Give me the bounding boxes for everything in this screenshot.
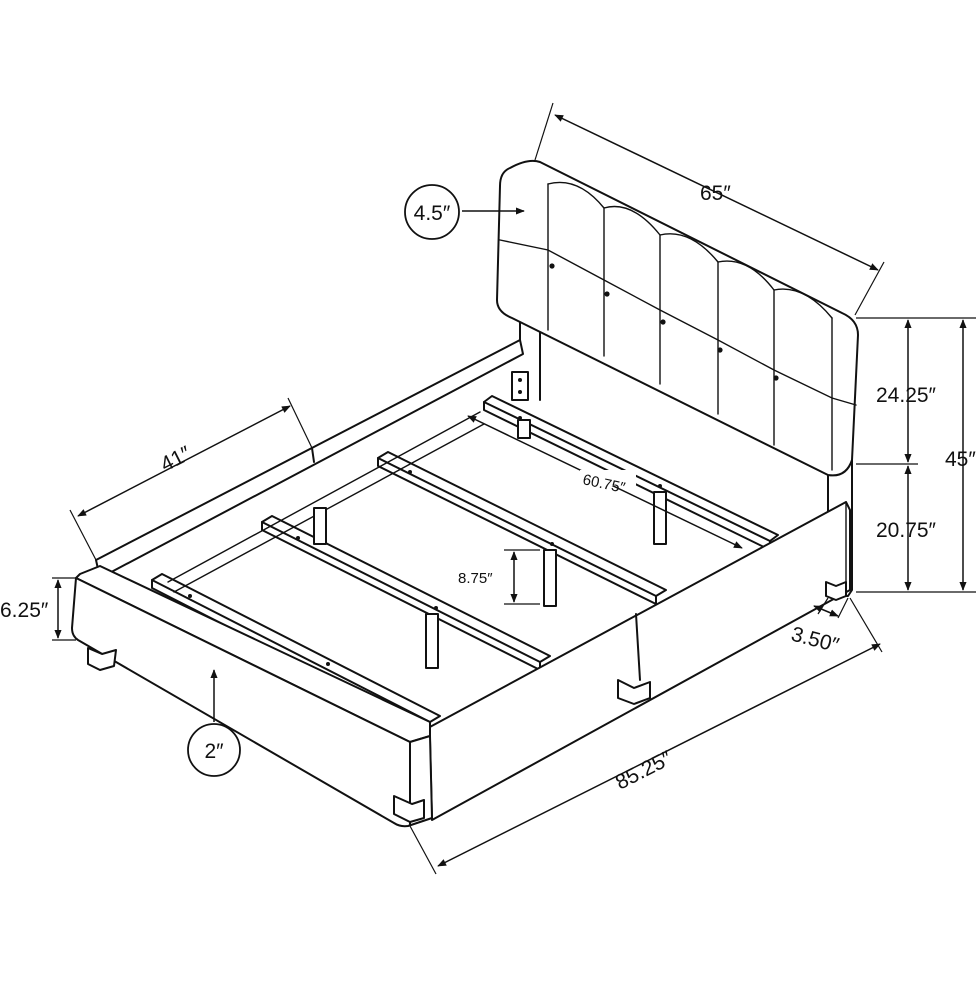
dim-leg-height: 8.75″ [458, 549, 540, 605]
label-overall-length: 85.25″ [612, 746, 676, 794]
label-headboard-width: 65″ [700, 182, 731, 205]
dim-headboard-width: 65″ [534, 102, 885, 316]
callout-headboard-thickness: 4.5″ [404, 184, 525, 240]
label-leg-height: 8.75″ [458, 570, 493, 587]
leg [393, 795, 425, 823]
support-leg [543, 549, 557, 607]
label-clearance: 2″ [204, 740, 224, 763]
label-overall-height: 45″ [945, 448, 976, 471]
callout-clearance: 2″ [187, 669, 241, 777]
support-leg [313, 507, 327, 545]
label-leg-offset: 3.50″ [789, 623, 842, 658]
label-headboard-lower-height: 20.75″ [876, 519, 937, 542]
dim-rail-height: 6.25″ [0, 577, 76, 641]
leg [825, 581, 847, 601]
dim-heights: 24.25″ 20.75″ 45″ [856, 317, 976, 593]
tuft-buttons [549, 263, 779, 381]
leg [87, 647, 117, 671]
label-frame-width: 41″ [157, 442, 195, 477]
label-headboard-thickness: 4.5″ [414, 202, 451, 225]
dim-slat-length: 60.75″ [467, 415, 743, 549]
support-leg [653, 491, 667, 545]
label-headboard-panel-height: 24.25″ [876, 384, 937, 407]
support-leg [425, 613, 439, 669]
support-leg [517, 419, 531, 439]
headboard-bracket [511, 371, 529, 401]
label-rail-height: 6.25″ [0, 599, 49, 622]
